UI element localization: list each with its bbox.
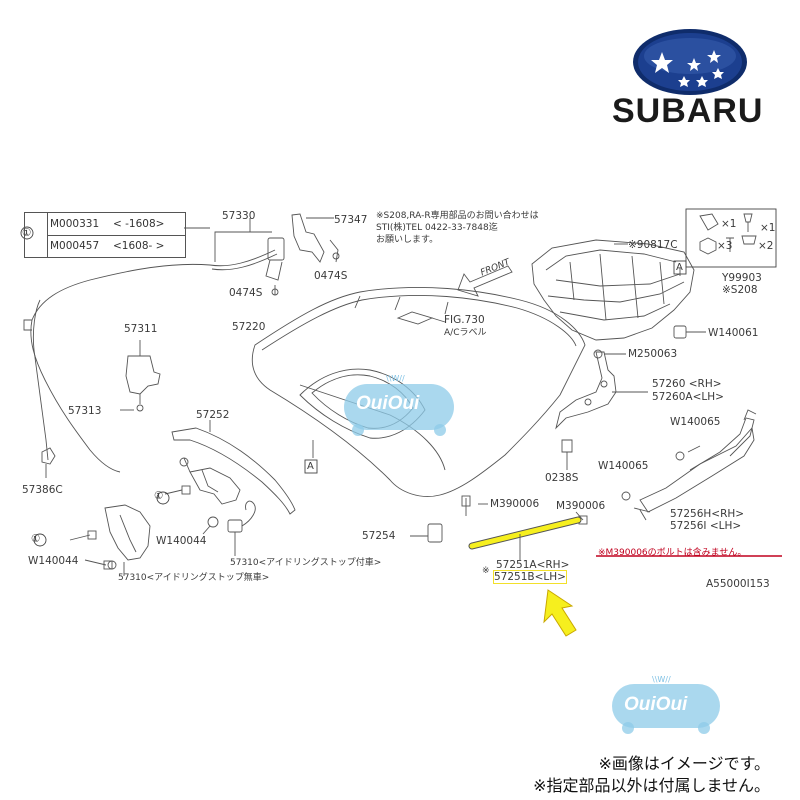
sti-note-line2: STI(株)TEL 0422-33-7848迄 [376, 223, 498, 233]
diagram-reference-code: A55000I153 [706, 578, 770, 590]
kit-count: ×3 [717, 240, 733, 252]
table-part-number: M000331 [50, 218, 100, 230]
part-label: 57260A<LH> [652, 391, 724, 403]
ac-label-reference: A/Cラベル [444, 328, 487, 338]
part-label-y99903: Y99903 [722, 272, 762, 284]
part-label: W140065 [670, 416, 721, 428]
circle-mark: ① [31, 533, 41, 545]
brand-name: SUBARU [612, 92, 764, 130]
part-label: 57220 [232, 321, 266, 333]
part-label: 57313 [68, 405, 102, 417]
part-label-57251a: 57251A<RH> [496, 559, 570, 571]
part-label: 57311 [124, 323, 158, 335]
kit-count: ×2 [758, 240, 774, 252]
sti-note-line1: ※S208,RA-R専用部品のお問い合わせは [376, 211, 539, 221]
part-label: 57256H<RH> [670, 508, 745, 520]
part-label: 0238S [545, 472, 579, 484]
part-label: 57386C [22, 484, 63, 496]
part-label: 57254 [362, 530, 396, 542]
part-label: 57310<アイドリングストップ付車> [230, 558, 382, 568]
watermark-text: OuiOui [356, 393, 420, 414]
table-part-number: M000457 [50, 240, 100, 252]
watermark-crown: \\W// [652, 675, 671, 684]
ref-box-label: A [676, 262, 683, 273]
part-label: 57347 [334, 214, 368, 226]
part-label: W140065 [598, 460, 649, 472]
table-index-mark: ① [22, 227, 32, 239]
fig-reference: FIG.730 [444, 314, 485, 326]
bolt-exclusion-note: ※M390006のボルトは含みません。 [598, 548, 747, 558]
kit-note: ※S208 [722, 284, 758, 296]
table-row: M000331 < -1608> [47, 213, 185, 236]
gas-strut [468, 516, 582, 560]
part-label: 57310<アイドリングストップ無車> [118, 573, 270, 583]
part-label: W140044 [28, 555, 79, 567]
part-label: 0474S [314, 270, 348, 282]
part-label: M390006 [490, 498, 540, 510]
hood-outline [251, 286, 586, 497]
part-label: 57256I <LH> [670, 520, 742, 532]
footer-note-parts: ※指定部品以外は付属しません。 [533, 776, 770, 795]
subaru-logo [633, 29, 747, 95]
part-label: W140044 [156, 535, 207, 547]
kit-hardware-icons [699, 213, 757, 255]
highlight-arrow-icon [543, 589, 577, 637]
table-range: < -1608> [113, 218, 165, 230]
kit-count: ×1 [721, 218, 737, 230]
part-label-57251b: 57251B<LH> [493, 570, 567, 584]
table-range: <1608- > [113, 240, 165, 252]
part-label: 57252 [196, 409, 230, 421]
reference-mark: ※ [482, 566, 490, 576]
circle-mark: ① [154, 490, 164, 502]
table-row: M000457 <1608- > [47, 235, 185, 257]
watermark-text: OuiOui [624, 694, 688, 715]
watermark-logo-bottom [612, 684, 720, 734]
part-label: M390006 [556, 500, 606, 512]
kit-count: ×1 [760, 222, 776, 234]
applicability-table: M000331 < -1608> M000457 <1608- > [24, 212, 186, 258]
ref-box-label: A [307, 461, 314, 472]
part-label: 57330 [222, 210, 256, 222]
part-label: 0474S [229, 287, 263, 299]
part-label: 57260 <RH> [652, 378, 722, 390]
part-label: ※90817C [628, 239, 678, 251]
watermark-crown: \\W// [386, 374, 405, 383]
sti-note-line3: お願いします。 [376, 235, 439, 245]
part-label: W140061 [708, 327, 759, 339]
part-label: M250063 [628, 348, 678, 360]
watermark-logo-top [344, 384, 454, 436]
footer-note-image: ※画像はイメージです。 [598, 754, 771, 773]
